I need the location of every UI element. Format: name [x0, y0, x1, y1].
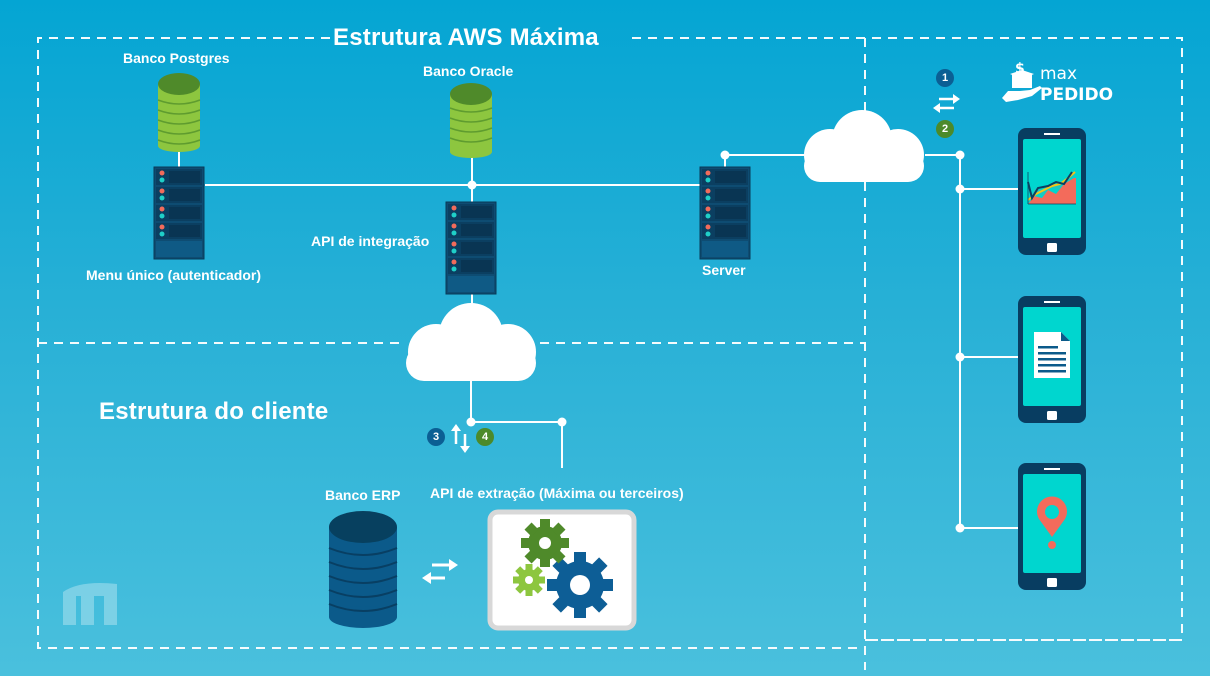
- swap-arrows-icon-erp: [422, 559, 458, 584]
- gears-panel: [487, 509, 637, 631]
- svg-text:$: $: [1015, 61, 1025, 77]
- database-icon-oracle: [449, 83, 493, 158]
- gear-icon-small: [513, 564, 545, 596]
- junction-dot: [557, 417, 567, 427]
- database-icon-postgres: [157, 73, 201, 152]
- junction-dot: [955, 184, 965, 194]
- gear-icon-medium: [521, 519, 569, 567]
- auth-label: Menu único (autenticador): [86, 267, 261, 283]
- watermark-logo-icon: [63, 583, 117, 625]
- junction-dot: [955, 352, 965, 362]
- cloud-icon: [406, 303, 536, 381]
- document-icon: [1034, 332, 1070, 378]
- extraction-api-label: API de extração (Máxima ou terceiros): [430, 485, 684, 501]
- server-label: Server: [702, 262, 746, 278]
- step-badge-1: 1: [936, 69, 954, 87]
- server-rack-icon-auth: [153, 166, 205, 260]
- phone-icon-document: [1018, 296, 1086, 423]
- location-pin-icon: [1037, 496, 1067, 549]
- brand-line2: PEDIDO: [1040, 85, 1114, 105]
- database-icon-erp: [328, 511, 398, 628]
- step-badge-4: 4: [476, 428, 494, 446]
- step-badge-2: 2: [936, 120, 954, 138]
- brand-line1: max: [1040, 64, 1078, 84]
- junction-dot: [955, 523, 965, 533]
- junction-dot: [955, 150, 965, 160]
- oracle-label: Banco Oracle: [423, 63, 514, 79]
- phone-bus: [925, 154, 961, 528]
- step-badge-3: 3: [427, 428, 445, 446]
- phone-icon-chart: [1018, 128, 1086, 255]
- erp-label: Banco ERP: [325, 487, 401, 503]
- server-rack-icon-server: [699, 166, 751, 260]
- cloud-icon: [804, 110, 924, 182]
- aws-right-border: [632, 37, 1183, 641]
- swap-arrows-icon-top: [933, 94, 960, 113]
- client-region-title: Estrutura do cliente: [99, 398, 329, 425]
- junction-dot: [467, 180, 477, 190]
- junction-dot: [466, 417, 476, 427]
- server-rack-icon-integration: [445, 201, 497, 295]
- aws-region-title: Estrutura AWS Máxima: [333, 24, 599, 51]
- chart-icon: [1026, 171, 1076, 205]
- junction-dot: [720, 150, 730, 160]
- money-box-hand-icon: $: [1002, 61, 1042, 102]
- updown-arrows-icon: [451, 424, 470, 453]
- phone-icon-location: [1018, 463, 1086, 590]
- postgres-label: Banco Postgres: [123, 50, 230, 66]
- integration-api-label: API de integração: [311, 233, 430, 249]
- extraction-link: [470, 380, 563, 468]
- gear-icon-large: [547, 552, 613, 618]
